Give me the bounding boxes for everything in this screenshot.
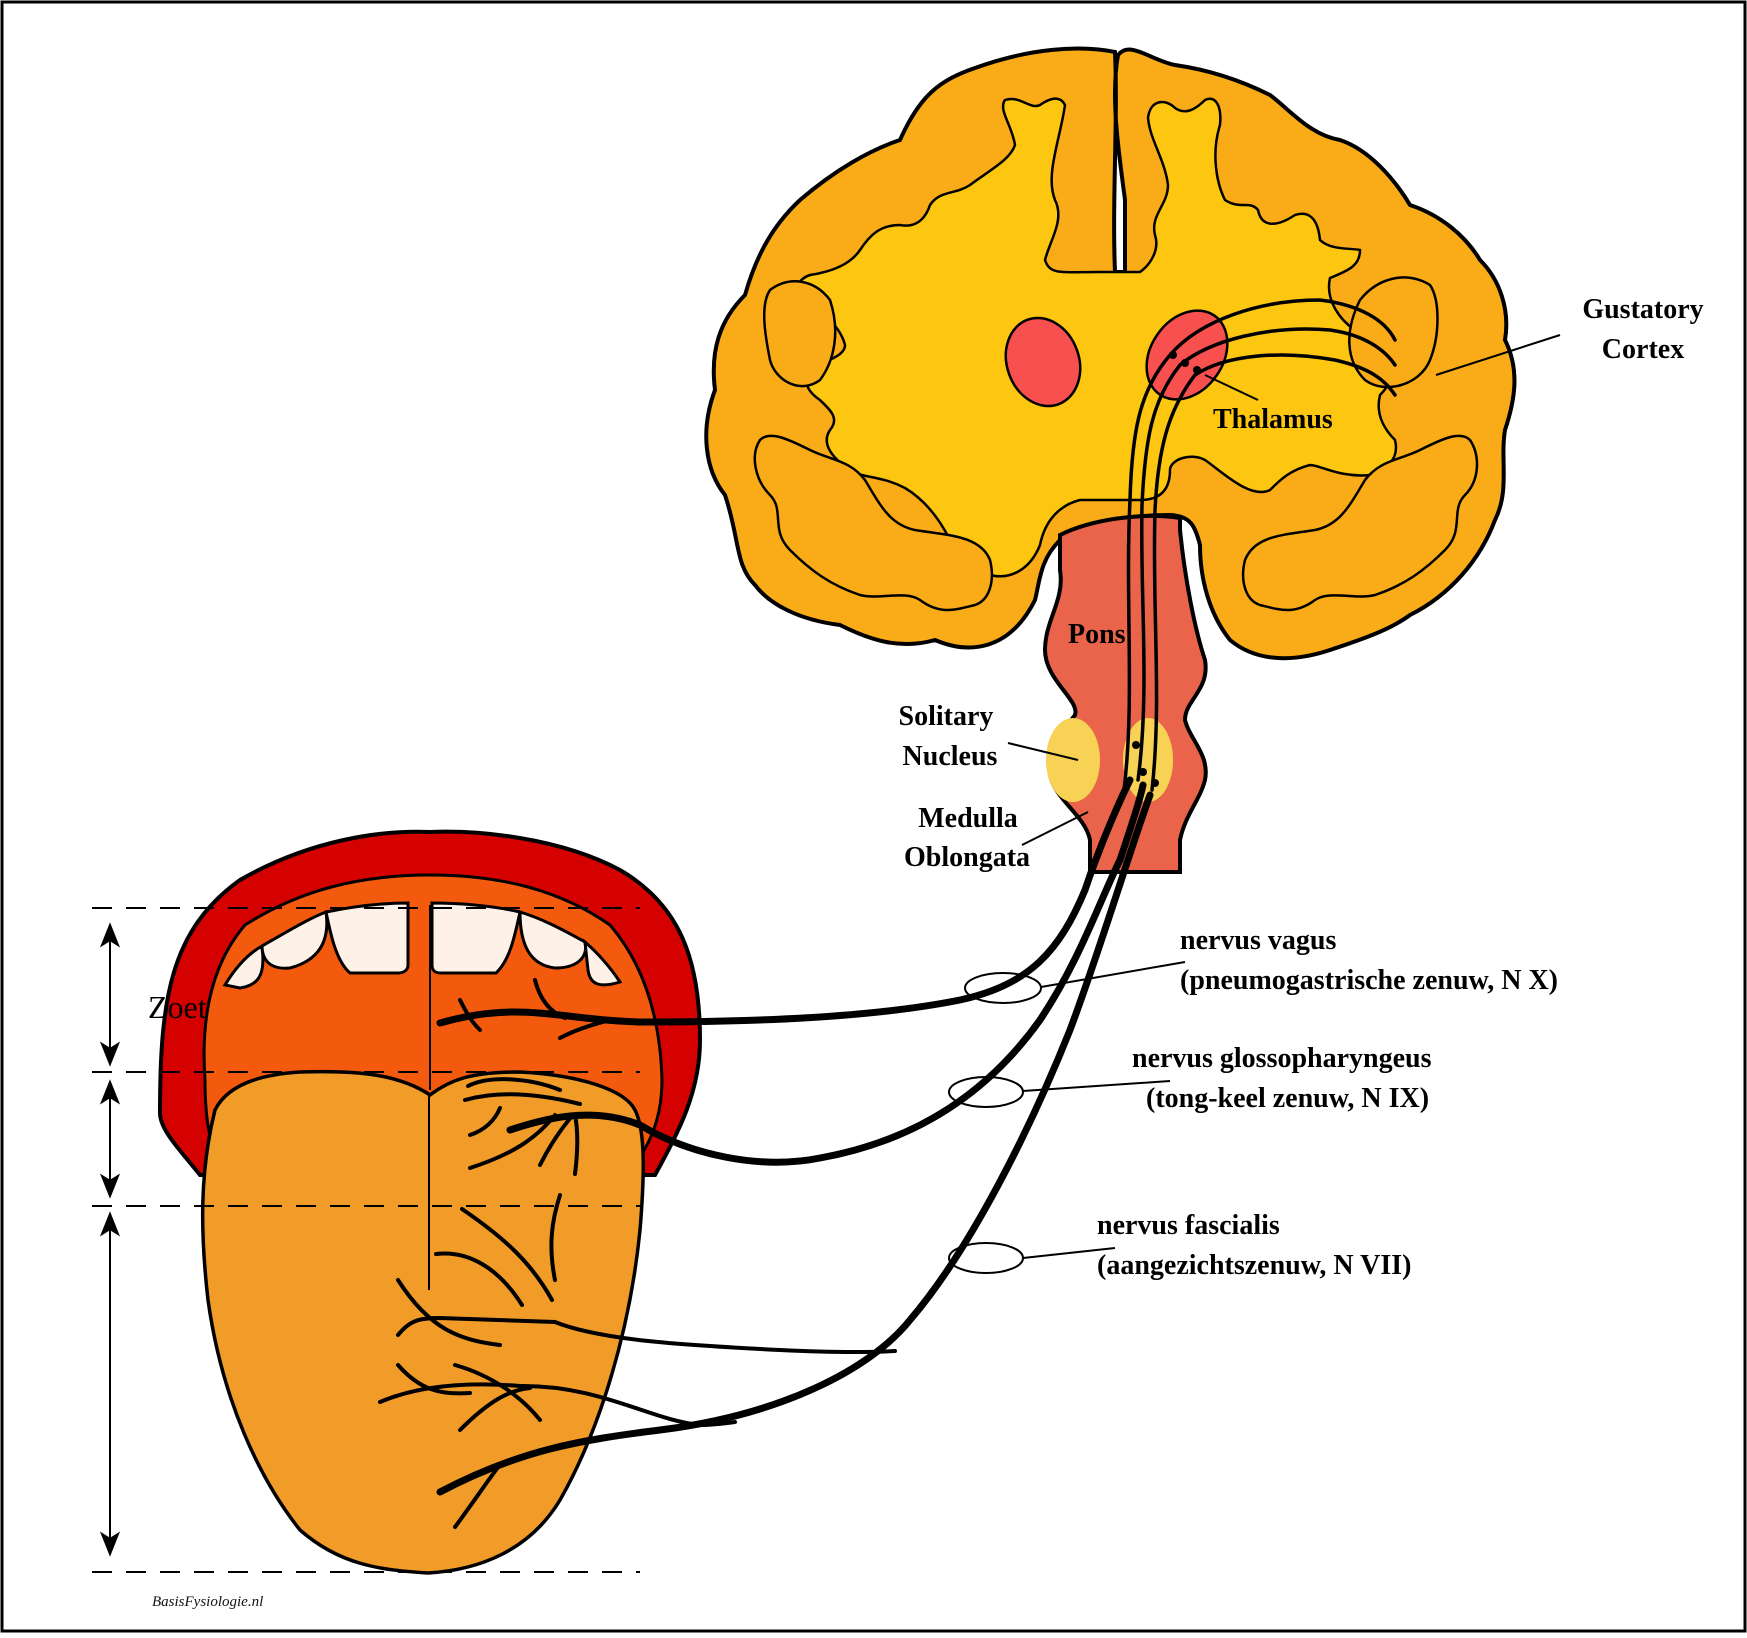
label-facial-2: (aangezichtszenuw, N VII): [1097, 1250, 1411, 1281]
fiber-1: [1122, 298, 1397, 792]
tooth: [583, 938, 623, 987]
branch: [466, 1077, 562, 1092]
label-vagus-2: (pneumogastrische zenuw, N X): [1180, 965, 1558, 996]
branch-connector: [553, 1320, 897, 1355]
tongue: [200, 1069, 646, 1575]
brain-lateral-fold-right: [1348, 276, 1439, 389]
synapse-dot: [1139, 768, 1147, 776]
branch: [434, 1251, 524, 1307]
branch: [468, 1106, 502, 1137]
brain-temporal-fold-left: [753, 434, 994, 612]
left-thalamus-region: [1004, 316, 1082, 408]
teeth: [222, 901, 623, 990]
label-glosso-1: nervus glossopharyngeus: [1132, 1043, 1432, 1074]
label-medulla-2: Oblongata: [904, 842, 1030, 873]
solitary-nucleus-left: [1046, 718, 1100, 802]
fiber-3: [1150, 353, 1397, 792]
arrowhead-up: [99, 922, 121, 948]
labels: Gustatory Cortex Thalamus Pons Solitary …: [148, 294, 1704, 1610]
synapse-dot: [1193, 366, 1201, 374]
leader-facial: [1022, 1247, 1116, 1259]
nerve-vagus: [436, 776, 1134, 1027]
brain: [704, 46, 1517, 661]
mouth: [157, 829, 703, 1575]
nerve-glossopharyngeal: [506, 781, 1147, 1166]
arrowhead-down: [99, 1173, 121, 1199]
arrowhead-down: [99, 1531, 121, 1557]
ganglion-glossopharyngeal: [948, 1076, 1024, 1108]
branch-connector: [518, 1383, 737, 1428]
ganglion-vagus: [964, 972, 1042, 1004]
branch: [396, 1278, 502, 1347]
label-solitary-1: Solitary: [899, 701, 994, 732]
label-solitary-2: Nucleus: [903, 741, 998, 772]
label-vagus-1: nervus vagus: [1180, 925, 1336, 956]
zone-arrows: [99, 922, 121, 1557]
branch: [453, 1363, 542, 1422]
solitary-nucleus-right: [1123, 718, 1173, 802]
fiber-2: [1136, 327, 1397, 782]
arrowhead-down: [99, 1041, 121, 1067]
tooth: [518, 909, 588, 970]
nerve-facial: [436, 791, 1154, 1496]
synapse-dot: [1151, 779, 1159, 787]
label-facial-1: nervus fascialis: [1097, 1210, 1280, 1241]
tongue-nerve-branches: [378, 978, 612, 1529]
synapse-dot: [1132, 741, 1140, 749]
brain-lateral-fold-left: [762, 280, 837, 388]
branch: [463, 1092, 582, 1106]
arrowhead-up: [99, 1211, 121, 1237]
synapse-dot: [1169, 351, 1177, 359]
brainstem: [1042, 514, 1208, 874]
credit-text: BasisFysiologie.nl: [152, 1594, 263, 1610]
ascending-fibers: [1122, 298, 1397, 792]
leader-vagus: [1040, 961, 1186, 988]
branch: [460, 1207, 554, 1302]
leader-glosso: [1022, 1080, 1171, 1092]
branch: [396, 1315, 557, 1337]
thalamus: [1145, 309, 1229, 401]
synapse-dot: [1181, 359, 1189, 367]
tooth: [430, 901, 522, 975]
leader-solitary: [1007, 742, 1079, 761]
tooth: [260, 909, 329, 970]
leader-lines: [1007, 334, 1561, 1259]
tongue-zones: [92, 907, 640, 1573]
branch: [378, 1382, 522, 1404]
arrowhead-up: [99, 1079, 121, 1105]
brain-temporal-fold-right: [1241, 434, 1479, 612]
branch: [458, 1386, 532, 1432]
label-zoet: Zoet: [148, 989, 207, 1025]
branch: [549, 1193, 562, 1282]
label-gustatory-cortex-2: Cortex: [1602, 334, 1684, 365]
branch: [573, 1113, 580, 1176]
label-pons: Pons: [1068, 619, 1126, 650]
tooth: [324, 901, 410, 975]
label-thalamus: Thalamus: [1213, 404, 1333, 435]
cranial-nerves: [436, 776, 1154, 1496]
leader-medulla: [1021, 811, 1089, 846]
label-gustatory-cortex-1: Gustatory: [1582, 294, 1703, 325]
leader-thalamus: [1204, 374, 1259, 401]
branch: [458, 998, 482, 1032]
leader-gustatory-cortex: [1435, 334, 1561, 376]
label-glosso-2: (tong-keel zenuw, N IX): [1146, 1083, 1429, 1114]
label-medulla-1: Medulla: [918, 803, 1018, 834]
